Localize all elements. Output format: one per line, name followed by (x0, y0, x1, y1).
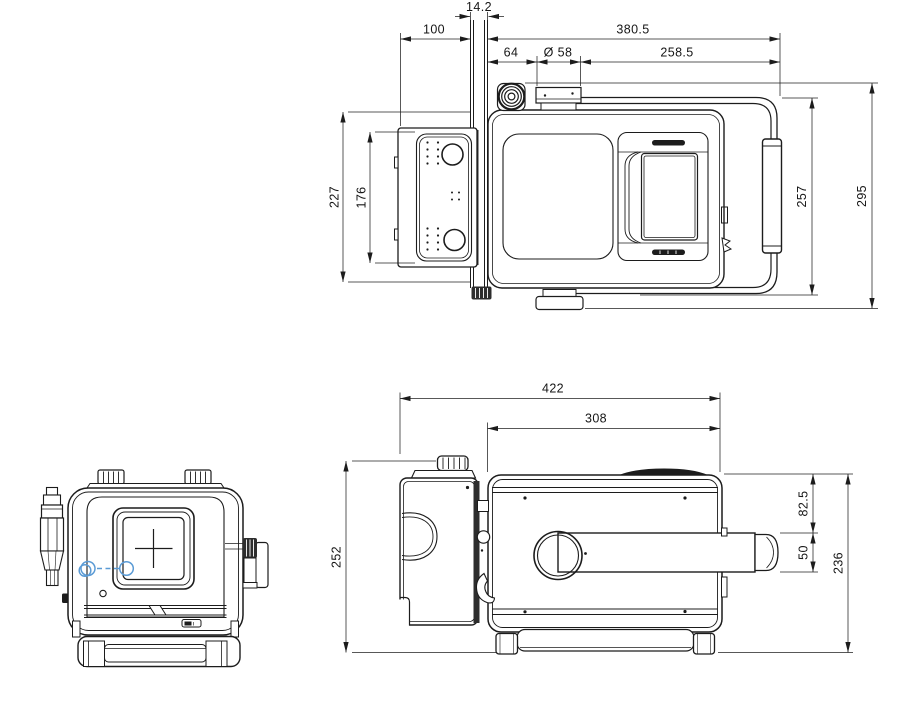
foot-left (495, 632, 519, 655)
base-front (77, 635, 241, 668)
rear-tab-upper (721, 527, 728, 537)
dim-body-length: 308 (585, 412, 607, 426)
carry-strap-recess (619, 468, 708, 475)
dim-knob-diameter: Ø 58 (544, 46, 573, 60)
dim-tube-top-offset: 82.5 (797, 491, 811, 517)
rear-tab-lower (721, 576, 728, 598)
panel-hinge-tab (394, 156, 399, 169)
control-knob (441, 143, 464, 166)
dim-handle-height: 257 (795, 185, 809, 207)
foot-right (205, 640, 228, 667)
dim-panel-height: 252 (330, 546, 344, 568)
dim-upper-length: 380.5 (616, 23, 649, 37)
display-recess (617, 131, 709, 262)
side-latch-tab (721, 206, 728, 224)
foot-left (83, 640, 105, 667)
strap-hook (475, 572, 496, 604)
dim-pole-width: 14.2 (466, 0, 492, 14)
dim-panel-outer-height: 227 (328, 186, 342, 208)
control-knob (443, 228, 466, 252)
speaker-dots-bottom (426, 227, 440, 251)
control-panel-top (394, 127, 479, 268)
display-screen (640, 152, 699, 241)
corner-tab-left (72, 620, 81, 638)
handle-bracket-top (535, 86, 582, 111)
tube-end-cap (754, 533, 779, 572)
top-view-dimensions: 14.2 100 380.5 64 Ø 58 258.5 227 176 257… (328, 0, 878, 309)
locking-knob-top (496, 82, 526, 112)
indicator-lamp (99, 589, 107, 598)
pole-clamp-knob (471, 286, 492, 300)
dim-overall-height: 295 (855, 185, 869, 207)
control-panel-side (395, 455, 480, 627)
top-slot (652, 140, 685, 146)
collimator-window (112, 507, 195, 590)
top-view: 14.2 100 380.5 64 Ø 58 258.5 227 176 257… (328, 0, 878, 311)
dim-body-height: 236 (832, 552, 846, 574)
front-view (39, 469, 269, 668)
panel-top-knob (436, 455, 469, 472)
dim-panel-inner-height: 176 (355, 186, 369, 208)
center-dots (451, 191, 460, 201)
panel-mount-hardware (475, 500, 496, 604)
top-cover-panel (502, 133, 614, 260)
side-view: 422 308 252 82.5 50 236 (330, 382, 853, 655)
handle-bracket-bottom (535, 289, 584, 311)
device-body-top (487, 109, 733, 289)
dim-knob-offset: 64 (504, 46, 519, 60)
crosshair (135, 529, 173, 568)
laser-pointer-annotation (78, 560, 135, 578)
dim-rear-length: 258.5 (660, 46, 693, 60)
speaker-dots-top (426, 141, 440, 165)
side-mount-column (39, 486, 69, 603)
panel-hinge-tab (394, 228, 399, 241)
carry-handle (560, 96, 783, 295)
base-side (495, 628, 716, 655)
dim-overall-length: 422 (542, 382, 564, 396)
front-ledge (84, 605, 227, 618)
tube-arm (557, 532, 779, 573)
corner-tab-right (230, 620, 239, 638)
side-knob-assembly (225, 538, 269, 589)
bottom-slot (652, 249, 685, 255)
foot-right (692, 632, 716, 655)
dim-tube-height: 50 (797, 545, 811, 560)
side-clip (721, 237, 733, 253)
power-switch[interactable] (181, 619, 202, 628)
dim-left-offset: 100 (423, 23, 445, 37)
side-view-dimensions: 422 308 252 82.5 50 236 (330, 382, 853, 653)
lens-port (533, 530, 587, 581)
handle-grip-sleeve (761, 138, 783, 254)
panel-grip-cutout (401, 512, 438, 561)
